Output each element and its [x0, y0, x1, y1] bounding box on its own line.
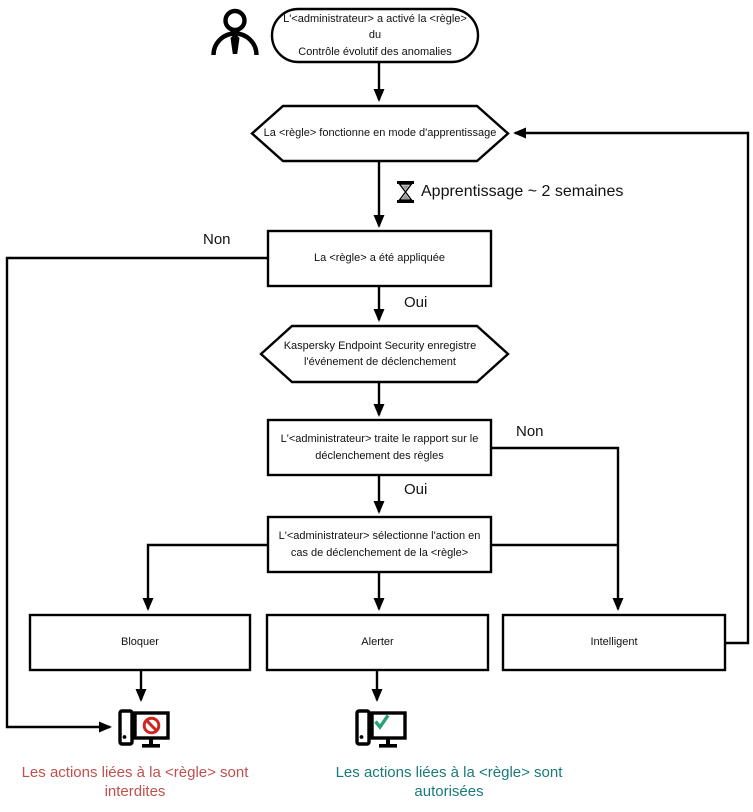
hourglass-icon [397, 181, 414, 203]
admin-person-icon [211, 8, 259, 56]
rule-applied-box [266, 229, 493, 288]
computer-checkmark-icon [355, 709, 407, 748]
admin-report-text: L'<administrateur> traite le rapport sur… [280, 433, 479, 462]
edge-label-non-admin-report: Non [516, 423, 544, 440]
edge-action-to-block [142, 543, 268, 611]
alert-box-text: Alerter [361, 636, 394, 649]
rule-applied-text: La <règle> a été appliquée [314, 252, 445, 265]
edge-smart-feedback-to-learning [513, 127, 750, 645]
kes-records-text: Kaspersky Endpoint Security enregistre l… [283, 339, 477, 369]
edge-label-oui-admin-report: Oui [404, 481, 428, 498]
alert-box [265, 613, 490, 672]
smart-box [501, 613, 727, 672]
admin-action-text: L'<administrateur> sélectionne l'action … [278, 530, 481, 559]
edge-label-oui-rule-applied: Oui [404, 294, 428, 311]
block-box-text: Bloquer [121, 636, 159, 649]
computer-prohibition-icon [118, 709, 170, 748]
kes-records-hexagon [259, 324, 510, 384]
edge-applied-no-to-blocked-pc [5, 256, 268, 733]
block-box [28, 613, 252, 672]
start-node-text: L'<administrateur> a activé la <règle> d… [283, 12, 467, 58]
checkmark-icon [374, 714, 390, 730]
edge-label-non-rule-applied: Non [203, 231, 231, 248]
start-node-shape [270, 7, 480, 64]
admin-action-box [266, 515, 493, 574]
outcome-blocked-text: Les actions liées à la <règle> sont inte… [21, 764, 249, 800]
admin-report-box [266, 418, 493, 477]
learning-mode-hexagon [250, 104, 510, 163]
prohibition-icon [142, 716, 161, 735]
learning-mode-text: La <règle> fonctionne en mode d'apprenti… [263, 127, 497, 140]
smart-box-text: Intelligent [590, 636, 638, 649]
learning-duration-label: Apprentissage ~ 2 semaines [421, 183, 624, 200]
edge-report-no-to-smart [491, 446, 624, 611]
outcome-allowed-text: Les actions liées à la <règle> sont auto… [335, 764, 563, 800]
